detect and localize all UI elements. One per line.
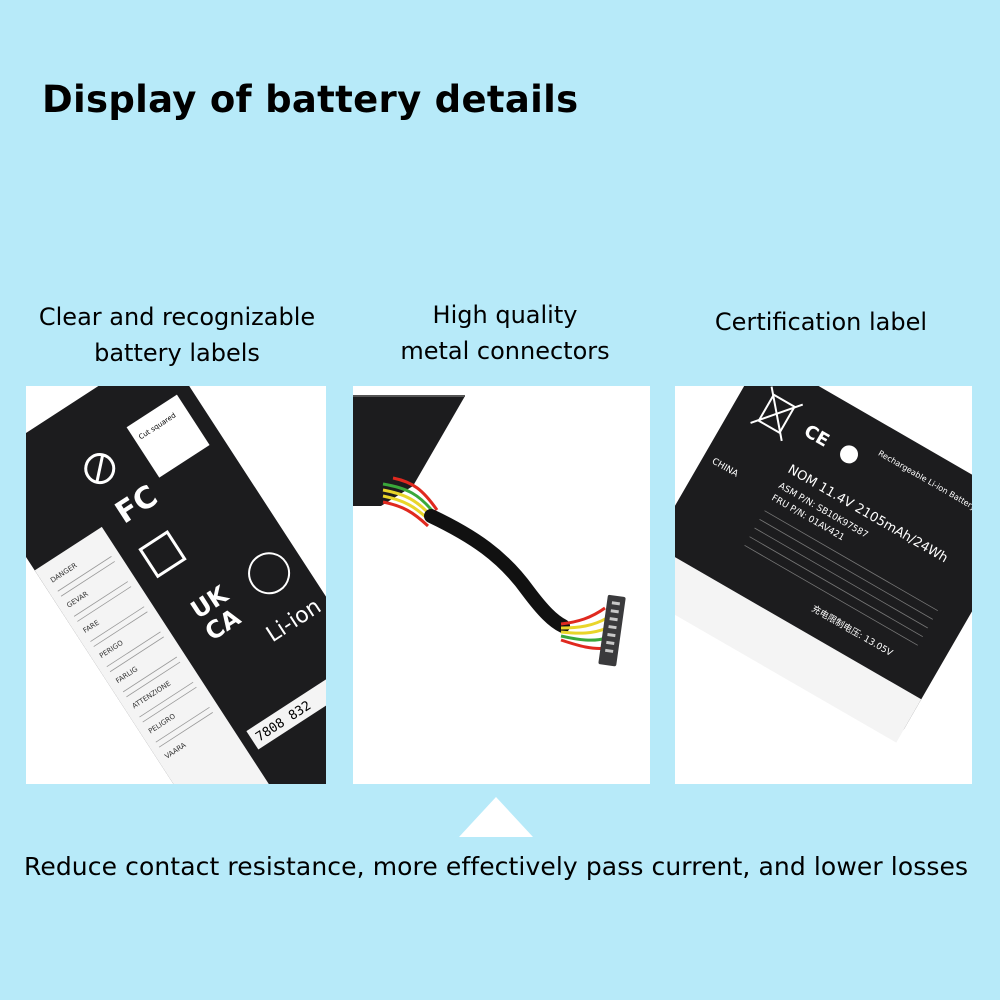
feature-caption-certification: Certification label bbox=[676, 304, 966, 340]
feature-caption-labels: Clear and recognizable battery labels bbox=[24, 299, 330, 371]
metal-connector-icon bbox=[598, 594, 626, 667]
feature-caption-connectors: High quality metal connectors bbox=[355, 297, 655, 369]
certification-square-icon bbox=[138, 530, 187, 579]
caption-line: battery labels bbox=[94, 339, 260, 367]
caption-line: High quality bbox=[432, 301, 578, 329]
battery-label-photo: DANGER GEVAR FARE PERIGO FARLIG ATTENZIO… bbox=[26, 386, 326, 784]
caption-line: Clear and recognizable bbox=[38, 303, 316, 331]
recycle-sticker-icon bbox=[126, 394, 210, 478]
compliance-circle-icon bbox=[84, 453, 116, 485]
bottom-description: Reduce contact resistance, more effectiv… bbox=[24, 852, 969, 881]
pointer-triangle-icon bbox=[459, 797, 533, 837]
certification-circle-icon bbox=[840, 445, 859, 464]
certification-label-photo: CE Rechargeable Li-ion Battery NOM 11.4V… bbox=[675, 386, 972, 784]
recycling-icon bbox=[248, 552, 291, 595]
caption-line: metal connectors bbox=[400, 337, 610, 365]
page-title: Display of battery details bbox=[42, 78, 579, 121]
weee-bin-icon bbox=[750, 386, 804, 442]
caption-line: Certification label bbox=[714, 308, 928, 336]
connector-photo bbox=[353, 386, 650, 784]
